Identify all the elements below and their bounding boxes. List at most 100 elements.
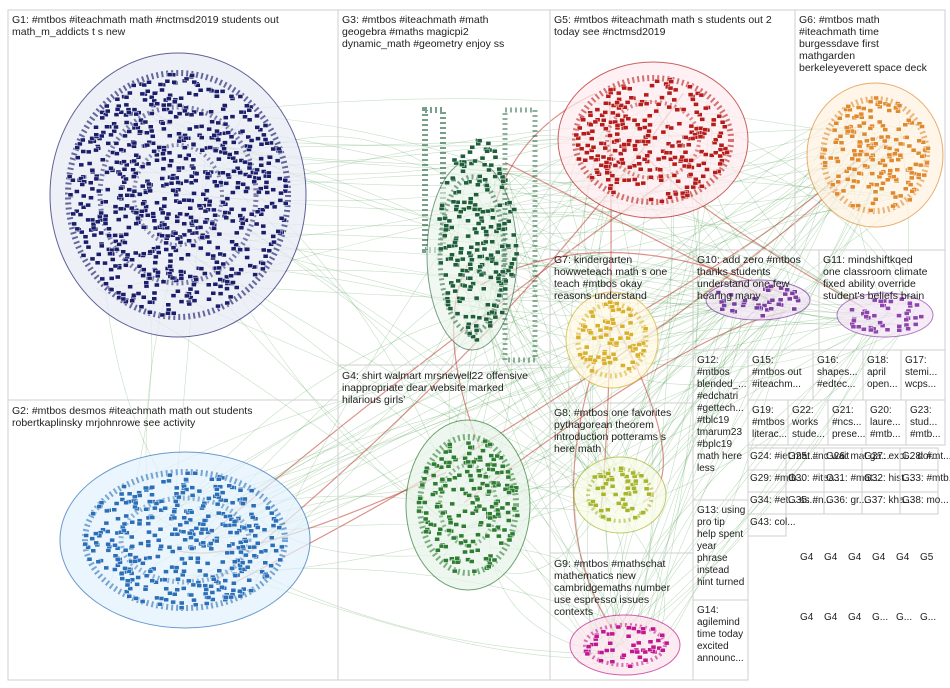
node [637,127,642,131]
node [595,324,600,328]
node [596,355,601,359]
node [103,222,108,226]
node [644,102,649,106]
node [506,244,511,248]
node [486,141,491,145]
node [666,192,671,196]
node [480,156,485,160]
small-group-label: G28: #mt... net... [902,451,950,462]
node [638,167,643,171]
node [490,310,495,314]
node [109,288,114,292]
node [191,283,196,287]
node [424,470,429,474]
node [667,91,672,95]
node [223,524,228,528]
node [96,189,101,193]
node [241,208,246,212]
node [204,189,209,193]
node [149,103,154,107]
node [872,314,877,318]
node [234,286,239,290]
node [222,147,227,151]
node [488,275,493,279]
node [879,135,884,139]
node [230,240,235,244]
node [627,307,632,311]
node [109,133,114,137]
node [160,313,165,317]
node [125,193,130,197]
node [443,559,448,563]
node [86,218,91,222]
node [216,271,221,275]
node [454,208,459,212]
group-label-g11: G11: mindshiftkqedone classroom climatef… [823,254,928,302]
node [670,144,675,148]
node [199,267,204,271]
node [435,537,440,541]
node [470,145,475,149]
node [920,125,925,129]
node [225,287,230,291]
node [243,115,248,119]
node [209,110,214,114]
node [722,125,727,129]
node [179,257,184,261]
node [487,168,492,172]
node [176,495,181,499]
node [832,128,837,132]
node [456,190,461,194]
node [188,206,193,210]
node [604,482,609,486]
node [155,201,160,205]
node [147,530,152,534]
node [676,179,681,183]
node [589,137,594,141]
node [175,503,180,507]
node [608,134,613,138]
node [424,511,429,515]
node [215,502,220,506]
node [877,120,882,124]
node [110,538,115,542]
node [507,491,512,495]
node [703,128,708,132]
node [685,193,690,197]
node [633,347,638,351]
node [607,157,612,161]
node [688,173,693,177]
node [119,572,124,576]
node [620,497,625,501]
node [234,231,239,235]
node [467,493,472,497]
node [732,302,737,306]
node [161,157,166,161]
node [600,486,605,490]
node [117,242,122,246]
node [610,648,615,652]
node [601,492,606,496]
node [625,486,630,490]
node [81,253,86,257]
node [104,521,109,525]
node [604,333,609,337]
node [885,328,890,332]
node [604,326,609,330]
node [192,191,197,195]
node [159,597,164,601]
node [475,497,480,501]
node [113,210,118,214]
node [75,227,80,231]
node [190,486,195,490]
node [635,353,640,357]
node [897,104,902,108]
node [166,303,171,307]
node [649,198,654,202]
node [460,154,465,158]
node [147,310,152,314]
node [488,442,493,446]
node [887,109,892,113]
node [495,471,500,475]
node [221,262,226,266]
